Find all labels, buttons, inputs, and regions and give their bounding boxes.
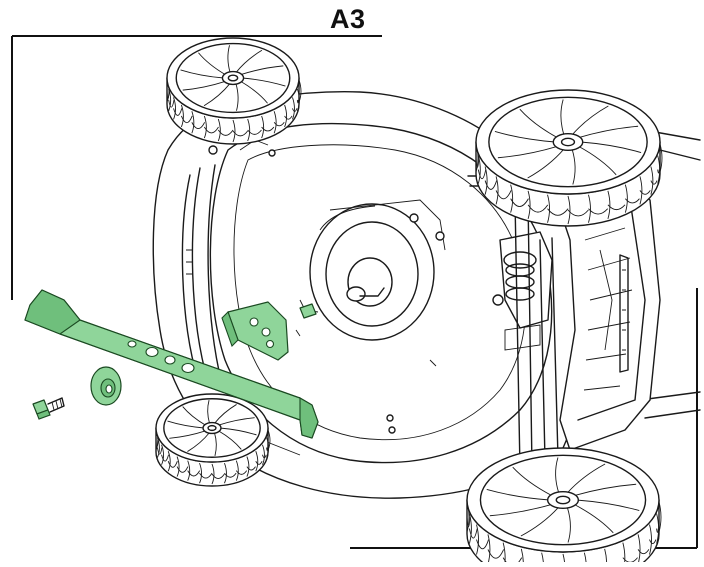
motor-hub <box>309 199 446 341</box>
wheel-front-right <box>466 447 662 567</box>
wheel-rear-right <box>475 89 663 227</box>
blade-adapter-icon <box>221 301 317 361</box>
bolt-icon <box>32 397 65 420</box>
wheel-front-left <box>155 393 271 487</box>
wheel-rear-left <box>166 37 302 145</box>
height-adjuster <box>492 197 559 471</box>
figure-label: A3 <box>330 4 366 34</box>
wheels <box>155 37 663 567</box>
washer-icon <box>90 366 122 406</box>
mower-blade-icon <box>24 289 319 439</box>
deck-details <box>208 145 437 434</box>
blade-assembly <box>24 289 319 439</box>
deck-inner-rim <box>209 122 553 464</box>
